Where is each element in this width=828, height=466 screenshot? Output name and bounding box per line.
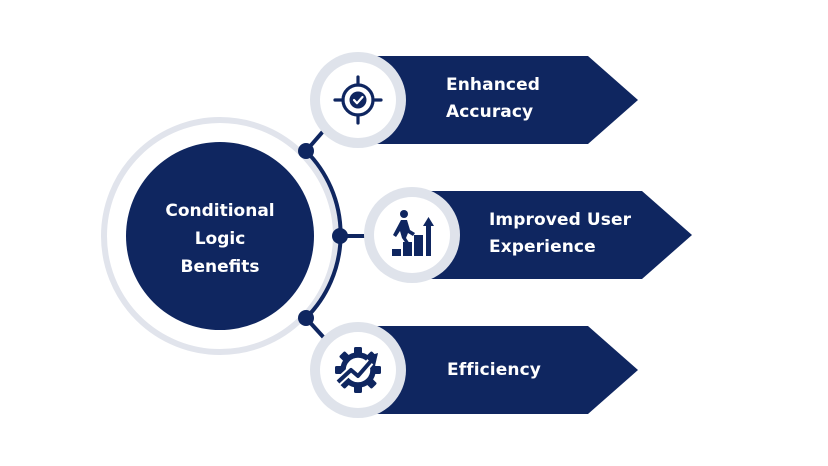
- benefit-card-efficiency: [310, 322, 638, 418]
- benefit-label-efficiency: Efficiency: [447, 357, 541, 384]
- center-circle: [126, 142, 314, 330]
- connector-dot-top: [298, 143, 314, 159]
- benefit-banner: [416, 191, 692, 279]
- benefit-banner: [362, 56, 638, 144]
- benefit-label-improved-user-experience: Improved User Experience: [489, 207, 631, 261]
- benefit-label-enhanced-accuracy: Enhanced Accuracy: [446, 72, 540, 126]
- benefit-label-line: Experience: [489, 237, 596, 257]
- benefit-banner: [362, 326, 638, 414]
- gear-arrow-icon: [334, 347, 381, 393]
- connector-dot-middle: [332, 228, 348, 244]
- benefit-label-line: Efficiency: [447, 360, 541, 380]
- person-climbing-steps-icon: [392, 210, 434, 256]
- center-title-line: Conditional: [165, 201, 275, 221]
- center-title-line: Logic: [194, 229, 246, 249]
- connector-dot-bottom: [298, 310, 314, 326]
- center-title-line: Benefits: [180, 257, 260, 277]
- benefit-card-improved-user-experience: [364, 187, 692, 283]
- benefit-label-line: Improved User: [489, 210, 632, 230]
- center-title: Conditional Logic Benefits: [135, 197, 305, 281]
- benefit-card-enhanced-accuracy: [310, 52, 638, 148]
- benefit-label-line: Enhanced: [446, 75, 540, 95]
- target-check-icon: [333, 75, 383, 125]
- benefit-label-line: Accuracy: [446, 102, 534, 122]
